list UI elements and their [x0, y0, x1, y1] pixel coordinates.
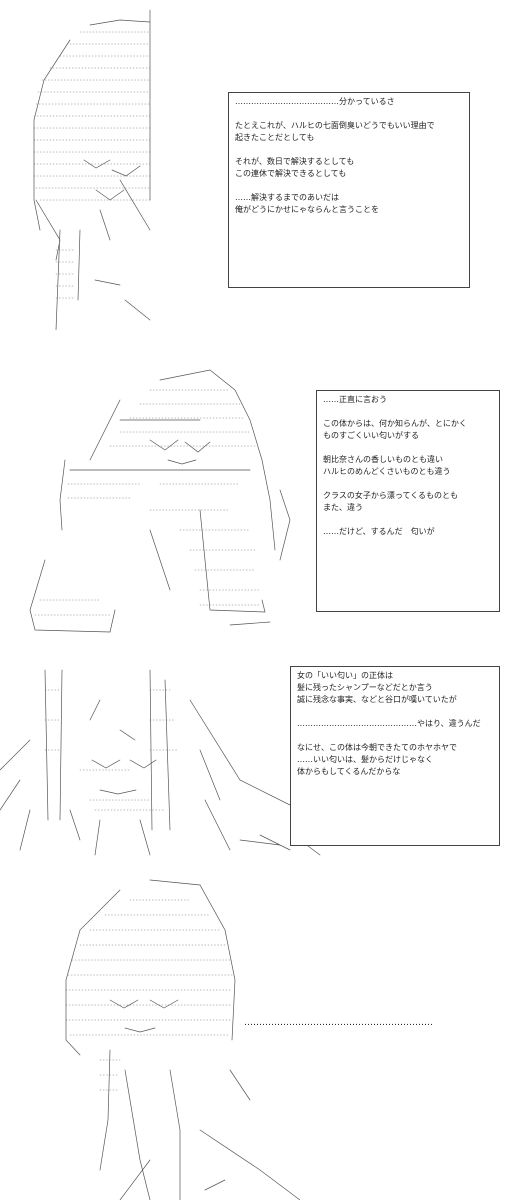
speech-line: この体からは、何か知らんが、とにかく — [323, 419, 467, 428]
speech-line — [323, 406, 493, 418]
speech-line: 朝比奈さんの香しいものとも違い — [323, 455, 443, 464]
speech-line: ……解決するまでのあいだは — [235, 193, 339, 202]
speech-line — [323, 442, 493, 454]
panel-1: …………………………………分かっているさ たとえこれが、ハルヒの七面倒臭いどうで… — [0, 0, 507, 330]
speech-line: 女の「いい匂い」の正体は — [297, 671, 393, 680]
speech-line: ものすごくいい匂いがする — [323, 431, 419, 440]
speech-line: この連休で解決できるとしても — [235, 169, 347, 178]
speech-line — [235, 180, 463, 192]
speech-line — [235, 108, 463, 120]
speech-line: たとえこれが、ハルヒの七面倒臭いどうでもいい理由で — [235, 121, 435, 130]
speech-line: …………………………………分かっているさ — [235, 97, 395, 106]
character-ascii-art-1 — [33, 9, 151, 330]
speech-line — [323, 514, 493, 526]
panel-2: ……正直に言おう この体からは、何か知らんが、とにかく ものすごくいい匂いがする… — [0, 360, 507, 650]
panel-3: 女の「いい匂い」の正体は 髪に残ったシャンプーなどだとか言う 誠に残念な事実、な… — [0, 660, 507, 860]
speech-line: 誠に残念な事実、などと谷口が嘆いていたが — [297, 695, 457, 704]
speech-line: ……いい匂いは、髪からだけじゃなく — [297, 755, 433, 764]
speech-line — [297, 730, 493, 742]
speech-line: 起きたことだとしても — [235, 133, 315, 142]
speech-box-1: …………………………………分かっているさ たとえこれが、ハルヒの七面倒臭いどうで… — [228, 92, 470, 288]
speech-line: クラスの女子から漂ってくるものとも — [323, 491, 459, 500]
speech-box-2: ……正直に言おう この体からは、何か知らんが、とにかく ものすごくいい匂いがする… — [316, 390, 500, 612]
panel-4: ……………………………………………………… — [0, 870, 507, 1200]
trailing-ellipsis: ……………………………………………………… — [244, 1018, 433, 1028]
speech-line: ……だけど、するんだ 匂いが — [323, 527, 435, 536]
speech-line: ………………………………………やはり、違うんだ — [297, 719, 481, 728]
speech-line — [297, 706, 493, 718]
character-ascii-art-4 — [65, 879, 300, 1200]
speech-line — [323, 478, 493, 490]
speech-line: 俺がどうにかせにゃならんと言うことを — [235, 205, 379, 214]
character-ascii-art-2 — [29, 369, 291, 633]
speech-line: それが、数日で解決するとしても — [235, 157, 355, 166]
speech-line: ハルヒのめんどくさいものとも違う — [323, 467, 451, 476]
speech-box-3: 女の「いい匂い」の正体は 髪に残ったシャンプーなどだとか言う 誠に残念な事実、な… — [290, 666, 500, 846]
speech-line: 体からもしてくるんだからな — [297, 767, 401, 776]
character-ascii-art-3 — [0, 669, 321, 856]
speech-line: また、違う — [323, 503, 363, 512]
speech-line — [235, 144, 463, 156]
speech-line: ……正直に言おう — [323, 395, 387, 404]
speech-line: なにせ、この体は今朝できたてのホヤホヤで — [297, 743, 457, 752]
speech-line: 髪に残ったシャンプーなどだとか言う — [297, 683, 433, 692]
